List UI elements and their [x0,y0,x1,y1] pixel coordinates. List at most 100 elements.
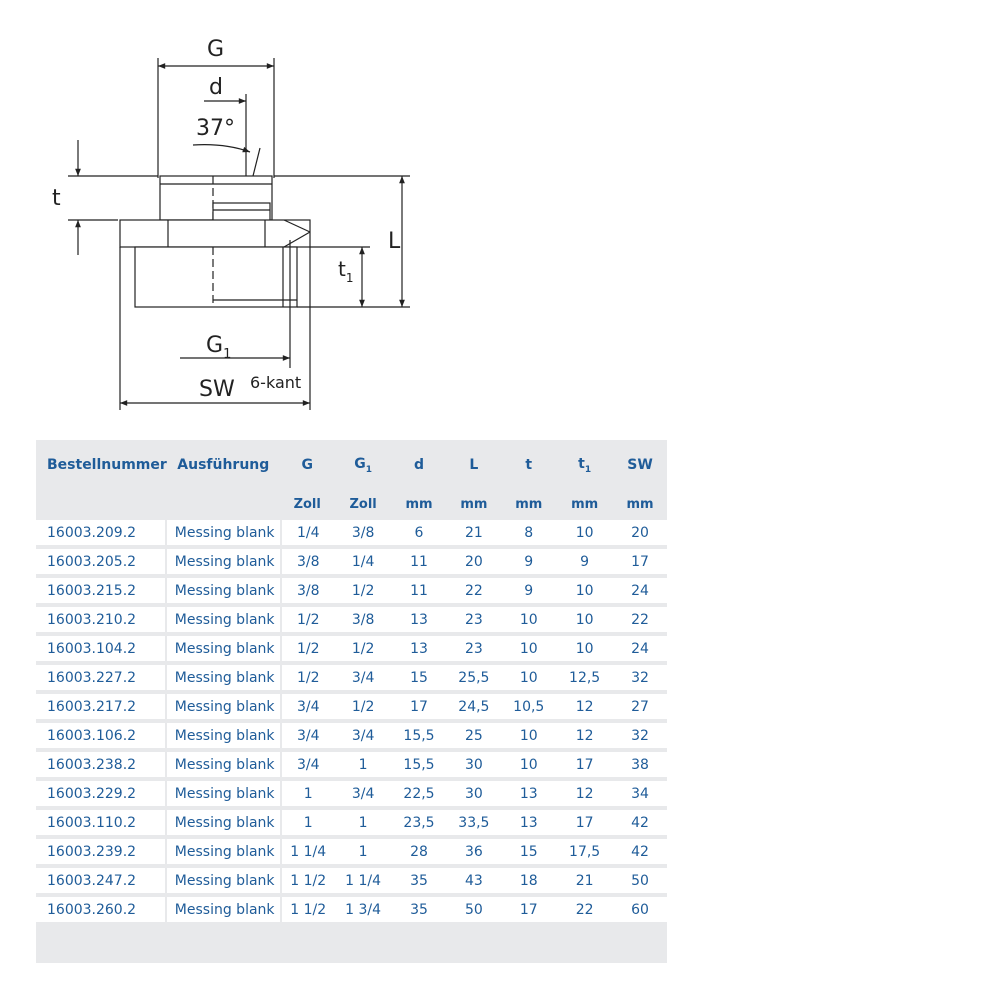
table-cell: 30 [446,779,502,808]
table-cell: 23 [446,605,502,634]
table-cell: 10 [556,518,614,547]
technical-drawing: G d 37° t t1 L G1 SW 6-kant [52,37,410,410]
table-cell: 34 [613,779,667,808]
table-cell: 35 [391,895,447,924]
table-cell: 10 [556,605,614,634]
table-cell: 3/4 [334,663,392,692]
table-cell: 9 [556,547,614,576]
table-cell: 32 [613,721,667,750]
table-cell: 10 [501,750,557,779]
table-cell: 16003.209.2 [36,518,167,547]
table-cell: Messing blank [166,634,280,663]
table-cell: 1/4 [334,547,392,576]
table-cell: 1 [279,779,335,808]
table-cell: 10 [501,663,557,692]
table-cell: 17,5 [556,837,614,866]
table-cell: Messing blank [166,692,280,721]
table-cell: 10,5 [501,692,557,721]
table-cell: 1 [334,750,392,779]
table-cell: 22 [556,895,614,924]
table-cell: 22 [613,605,667,634]
table-cell: 11 [391,547,447,576]
table-cell: 27 [613,692,667,721]
table-cell: 1/2 [334,576,392,605]
table-cell: 3/4 [279,750,335,779]
table-cell: 16003.106.2 [36,721,167,750]
label-G1: G1 [206,333,231,362]
table-cell: 17 [556,750,614,779]
table-cell: 16003.229.2 [36,779,167,808]
table-cell: Messing blank [166,808,280,837]
table-cell: 1 [334,837,392,866]
table-cell: 16003.227.2 [36,663,167,692]
table-cell: 9 [501,547,557,576]
column-header: L [469,457,479,473]
table-cell: 50 [446,895,502,924]
table-cell: 24 [613,634,667,663]
label-L: L [388,229,401,254]
column-header: G [301,457,313,473]
table-cell: 21 [556,866,614,895]
table-cell: 32 [613,663,667,692]
table-cell: 17 [613,547,667,576]
table-cell: 16003.104.2 [36,634,167,663]
unit-header: mm [626,496,654,512]
table-cell: 21 [446,518,502,547]
table-cell: 42 [613,837,667,866]
table-cell: 36 [446,837,502,866]
table-cell: 15,5 [391,721,447,750]
table-cell: 16003.217.2 [36,692,167,721]
label-t: t [52,186,61,211]
table-cell: 60 [613,895,667,924]
unit-header: Zoll [293,496,321,512]
table-cell: 13 [391,605,447,634]
table-cell: 50 [613,866,667,895]
table-cell: 13 [391,634,447,663]
unit-header: mm [460,496,488,512]
column-header: t1 [578,455,592,475]
table-cell: 20 [446,547,502,576]
column-header: G1 [354,455,372,475]
table-cell: 12 [556,779,614,808]
label-G: G [207,37,224,62]
column-header: Bestellnummer [47,457,167,473]
table-cell: 10 [501,634,557,663]
unit-header: mm [515,496,543,512]
table-cell: 20 [613,518,667,547]
table-cell: 24 [613,576,667,605]
table-cell: 10 [501,605,557,634]
table-cell: 12 [556,692,614,721]
table-cell: 22,5 [391,779,447,808]
table-cell: 16003.238.2 [36,750,167,779]
unit-header: mm [405,496,433,512]
table-cell: Messing blank [166,547,280,576]
unit-header [36,490,167,518]
table-cell: Messing blank [166,895,280,924]
table-cell: 1/2 [279,663,335,692]
table-cell: Messing blank [166,518,280,547]
table-cell: 25 [446,721,502,750]
table-cell: 43 [446,866,502,895]
table-cell: Messing blank [166,750,280,779]
table-cell: 3/8 [279,547,335,576]
table-cell: 16003.239.2 [36,837,167,866]
table-cell: Messing blank [166,837,280,866]
table-cell: 1 1/4 [334,866,392,895]
table-cell: 17 [391,692,447,721]
table-cell: 3/4 [334,721,392,750]
table-cell: 10 [556,634,614,663]
table-cell: 8 [501,518,557,547]
